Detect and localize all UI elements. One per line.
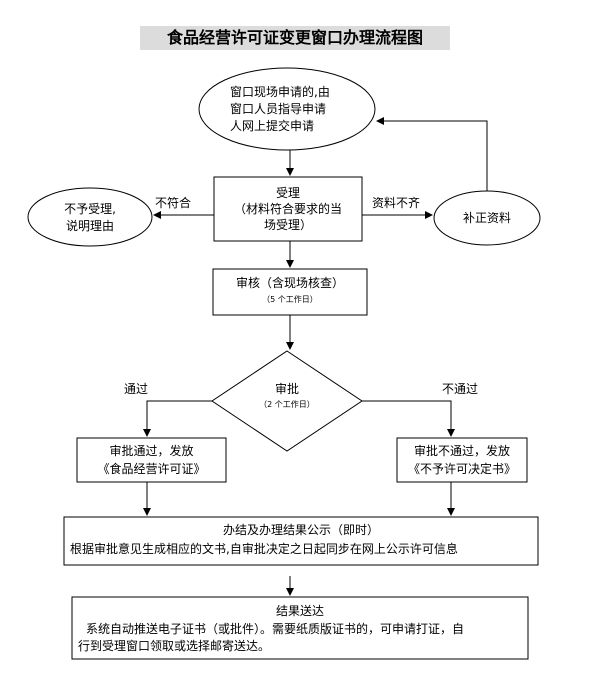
- delivery-line-1: 结果送达: [275, 604, 324, 618]
- edge-label-incomplete: 资料不齐: [372, 196, 421, 210]
- fail-result-line-1: 审批不通过，发放: [413, 444, 510, 458]
- approve-diamond: [211, 350, 363, 452]
- reject-text-line-2: 说明理由: [65, 219, 114, 233]
- apply-ellipse: [198, 67, 376, 151]
- publicity-line-1: 办结及办理结果公示（即时）: [222, 523, 379, 537]
- reject-ellipse: [27, 187, 153, 247]
- pass-result-box: [76, 437, 227, 483]
- edge-label-fail: 不通过: [442, 382, 479, 396]
- edge-label-not-match: 不符合: [155, 196, 192, 210]
- fail-result-line-2: 《不予许可决定书》: [407, 462, 516, 476]
- approve-text-line-2: （2 个工作日）: [259, 400, 315, 409]
- approve-text-line-1: 审批: [274, 382, 299, 396]
- arrow-approve-to-pass: [143, 400, 212, 437]
- publicity-box: [63, 516, 539, 566]
- delivery-line-3: 行到受理窗口领取或选择邮寄送达。: [78, 639, 271, 653]
- supplement-text: 补正资料: [462, 211, 511, 225]
- accept-text-line-1: 受理: [275, 186, 300, 200]
- accept-text-line-3: 场受理）: [263, 218, 312, 232]
- accept-box: [213, 176, 363, 242]
- arrow-supplement-to-apply: [376, 117, 488, 191]
- apply-text-line-1: 窗口现场申请的,由: [230, 85, 330, 99]
- review-text-line-1: 审核（含现场核查）: [235, 276, 344, 290]
- arrow-approve-to-fail: [362, 400, 455, 437]
- pass-result-line-1: 审批通过，发放: [109, 444, 194, 458]
- pass-result-line-2: 《食品经营许可证》: [97, 462, 206, 476]
- delivery-box: [71, 596, 529, 660]
- apply-text-line-3: 人网上提交申请: [230, 119, 315, 133]
- delivery-line-2: 系统自动推送电子证书（或批件）。需要纸质版证书的，可申请打证，自: [86, 622, 465, 636]
- accept-text-line-2: （材料符合要求的当: [233, 202, 342, 216]
- apply-text-line-2: 窗口人员指导申请: [230, 102, 327, 116]
- edge-label-pass: 通过: [124, 382, 149, 396]
- fail-result-box: [396, 437, 528, 483]
- reject-text-line-1: 不予受理,: [64, 202, 116, 216]
- review-text-line-2: （5 个工作日）: [262, 295, 318, 304]
- page-title: 食品经营许可证变更窗口办理流程图: [140, 26, 450, 50]
- publicity-line-2: 根据审批意见生成相应的文书,自审批决定之日起同步在网上公示许可信息: [70, 542, 458, 556]
